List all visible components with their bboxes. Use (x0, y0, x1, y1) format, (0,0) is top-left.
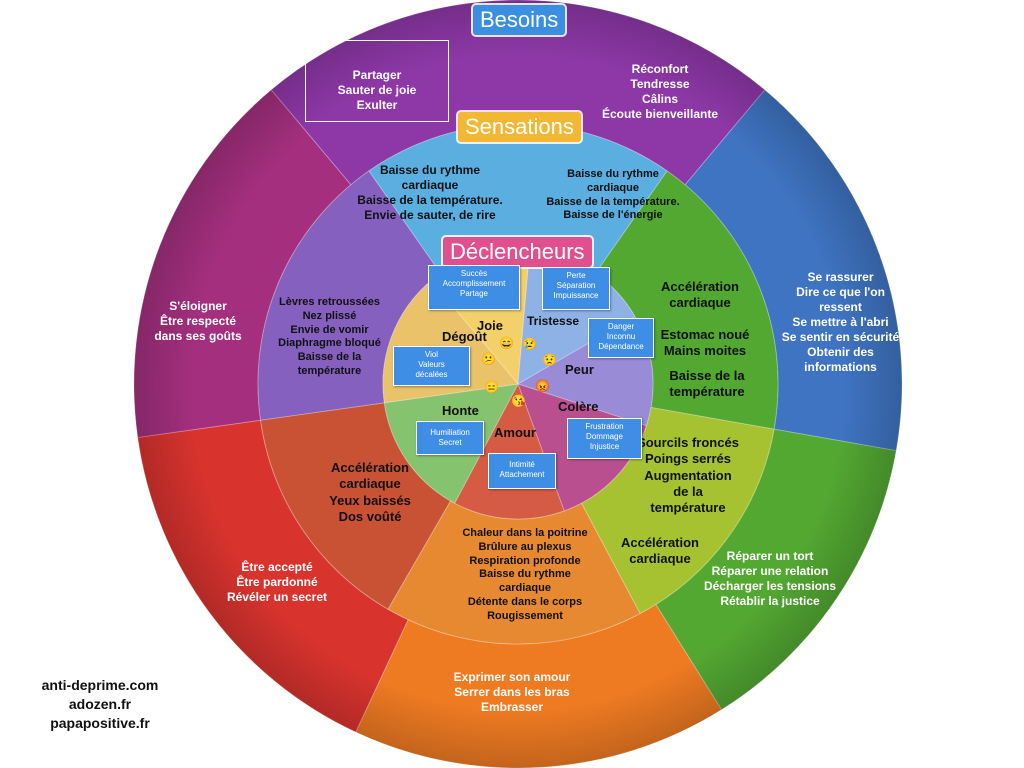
title-besoins: Besoins (473, 5, 566, 35)
angry-face-icon: 😡 (535, 379, 550, 393)
kissing-face-icon: 😘 (511, 394, 526, 408)
title-declencheurs: Déclencheurs (443, 237, 592, 267)
expressionless-face-icon: 😑 (484, 380, 499, 394)
credit-anti-deprime: anti-deprime.com (41, 677, 159, 693)
selection-rectangle (305, 40, 449, 122)
confused-face-icon: 😕 (481, 352, 496, 366)
title-sensations: Sensations (458, 112, 581, 142)
emotion-degout: Dégoût (442, 329, 487, 344)
credit-papapositive: papapositive.fr (50, 715, 150, 731)
worried-face-icon: 😟 (542, 353, 557, 367)
emotion-tristesse: Tristesse (527, 314, 580, 328)
wheel-rim-shade (134, 0, 902, 768)
emotion-honte: Honte (442, 403, 479, 418)
credit-adozen: adozen.fr (68, 696, 132, 712)
happy-face-icon: 😄 (499, 336, 514, 350)
crying-face-icon: 😢 (522, 337, 537, 351)
emotion-amour: Amour (494, 425, 536, 440)
emotion-colere: Colère (558, 399, 599, 414)
emotion-joie: Joie (477, 318, 504, 333)
credits: anti-deprime.com adozen.fr papapositive.… (20, 676, 180, 733)
emotion-peur: Peur (565, 362, 594, 377)
